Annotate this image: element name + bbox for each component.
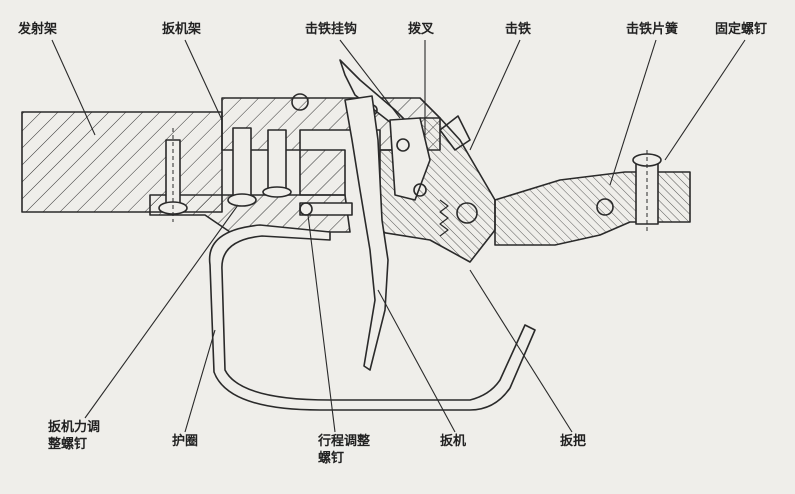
label-launcher-frame: 发射架: [18, 22, 58, 37]
label-trigger-force-screw-line1: 扳机力调: [48, 420, 101, 435]
label-travel-screw-line2: 螺钉: [318, 451, 345, 466]
travel-adjust-screw: [299, 202, 353, 216]
trigger-lever: [344, 95, 389, 371]
coil-spring: [439, 199, 449, 237]
label-travel-screw-line1: 行程调整: [318, 434, 371, 449]
label-fork: 拨叉: [408, 22, 435, 37]
label-trigger-force-screw-line2: 整螺钉: [48, 437, 88, 452]
fork: [389, 117, 431, 201]
trigger-guard: [208, 224, 536, 411]
label-hammer: 击铁: [505, 22, 532, 37]
label-trigger: 扳机: [440, 434, 467, 449]
label-fixing-screw: 固定螺钉: [715, 22, 768, 37]
label-trigger-guard: 护圈: [172, 434, 199, 449]
label-hammer-hook: 击铁挂钩: [305, 22, 358, 37]
hammer-tip: [439, 115, 471, 151]
hammer-spring: [494, 171, 691, 246]
label-grip: 扳把: [560, 434, 587, 449]
label-hammer-spring: 击铁片簧: [626, 22, 679, 37]
label-trigger-frame: 扳机架: [162, 22, 202, 37]
